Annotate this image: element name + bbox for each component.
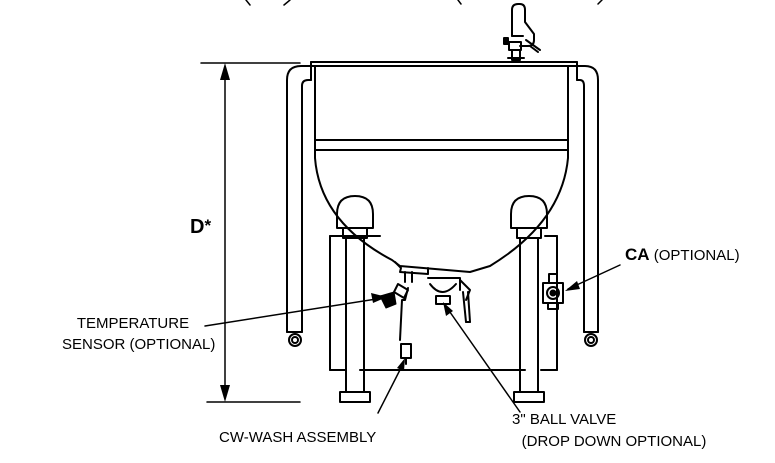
- cw-wash-label: CW-WASH ASSEMBLY: [219, 429, 377, 446]
- dimension-letter: D: [190, 216, 205, 238]
- temperature-line2: SENSOR (OPTIONAL): [62, 336, 216, 353]
- bottom-fittings: [379, 261, 471, 365]
- right-leg: [510, 195, 548, 403]
- ca-valve: [542, 273, 564, 310]
- temperature-line1: TEMPERATURE: [76, 315, 190, 332]
- leader-lines: [204, 264, 621, 414]
- right-side-pipe: [576, 65, 599, 347]
- faucet: [503, 3, 541, 61]
- left-side-pipe: [286, 65, 312, 347]
- ca-note: (OPTIONAL): [653, 247, 740, 264]
- ball-valve-label: 3" BALL VALVE (DROP DOWN OPTIONAL): [499, 411, 729, 450]
- kettle-body: [310, 65, 578, 273]
- ca-code: CA: [625, 245, 650, 264]
- ca-label: CA (OPTIONAL): [625, 246, 740, 264]
- dimension-d-line: [200, 62, 301, 403]
- dimension-d-label: D*: [190, 216, 212, 238]
- top-edge-lines: [245, 0, 603, 6]
- temperature-sensor-label: TEMPERATURE SENSOR (OPTIONAL): [62, 315, 216, 353]
- left-leg: [336, 195, 374, 403]
- kettle-rim: [310, 61, 578, 67]
- dimension-asterisk: *: [204, 216, 212, 235]
- ball-valve-line2: (DROP DOWN OPTIONAL): [521, 433, 707, 450]
- ball-valve-line1: 3" BALL VALVE: [512, 411, 617, 428]
